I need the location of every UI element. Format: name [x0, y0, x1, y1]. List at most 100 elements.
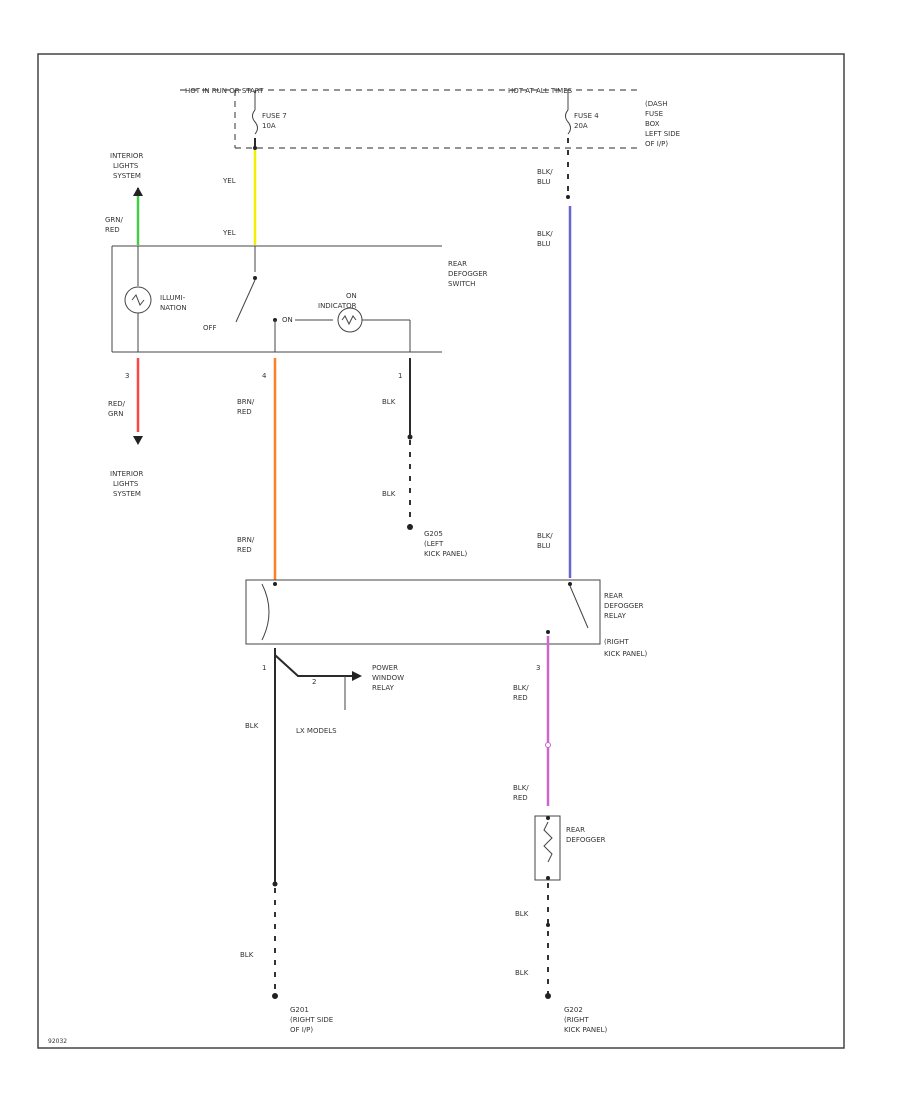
svg-text:OF I/P): OF I/P): [290, 1026, 313, 1034]
svg-text:3: 3: [536, 664, 540, 672]
svg-text:BLK: BLK: [382, 490, 396, 498]
svg-text:(RIGHT: (RIGHT: [564, 1016, 589, 1024]
svg-text:DEFOGGER: DEFOGGER: [448, 270, 488, 278]
svg-text:RED: RED: [513, 694, 528, 702]
svg-text:RED: RED: [237, 546, 252, 554]
svg-text:KICK PANEL): KICK PANEL): [604, 650, 647, 658]
svg-text:WINDOW: WINDOW: [372, 674, 404, 682]
svg-text:BLK/: BLK/: [513, 784, 529, 792]
svg-text:4: 4: [262, 372, 267, 380]
svg-text:(DASH: (DASH: [645, 100, 668, 108]
grn-wire: GRN/ RED: [105, 196, 140, 245]
svg-text:BLU: BLU: [537, 240, 550, 248]
brn-red-wire: 4 BRN/ RED BRN/ RED: [237, 358, 277, 580]
power-bus: HOT IN RUN OR START HOT AT ALL TIMES: [180, 87, 640, 149]
svg-text:DEFOGGER: DEFOGGER: [566, 836, 606, 844]
svg-text:RED: RED: [237, 408, 252, 416]
svg-text:KICK PANEL): KICK PANEL): [424, 550, 467, 558]
svg-text:ON: ON: [282, 316, 293, 324]
fuse-7: FUSE 7 10A: [252, 90, 287, 135]
hot-all-label: HOT AT ALL TIMES: [508, 87, 573, 95]
svg-text:BLK/: BLK/: [537, 168, 553, 176]
svg-text:KICK PANEL): KICK PANEL): [564, 1026, 607, 1034]
svg-text:1: 1: [398, 372, 402, 380]
svg-text:LX MODELS: LX MODELS: [296, 727, 337, 735]
switch-contact-icon: [235, 279, 256, 323]
svg-text:NATION: NATION: [160, 304, 187, 312]
svg-text:INTERIOR: INTERIOR: [110, 152, 143, 160]
svg-text:GRN: GRN: [108, 410, 124, 418]
svg-text:BLU: BLU: [537, 542, 550, 550]
svg-text:OF I/P): OF I/P): [645, 140, 668, 148]
svg-text:LIGHTS: LIGHTS: [113, 162, 139, 170]
svg-text:RED/: RED/: [108, 400, 126, 408]
hot-run-label: HOT IN RUN OR START: [185, 87, 264, 95]
svg-text:POWER: POWER: [372, 664, 398, 672]
fuse7-rating: 10A: [262, 122, 276, 130]
fuse4-rating: 20A: [574, 122, 588, 130]
fuse4-label: FUSE 4: [574, 112, 599, 120]
svg-text:2: 2: [312, 678, 316, 686]
svg-text:BOX: BOX: [645, 120, 660, 128]
svg-text:SYSTEM: SYSTEM: [113, 490, 141, 498]
svg-text:BRN/: BRN/: [237, 536, 255, 544]
svg-text:ILLUMI-: ILLUMI-: [160, 294, 186, 302]
blk-red-wire: 3 BLK/ RED BLK/ RED: [513, 636, 551, 806]
rear-defogger-element: REAR DEFOGGER: [534, 815, 606, 881]
svg-text:RELAY: RELAY: [372, 684, 395, 692]
svg-text:1: 1: [262, 664, 266, 672]
svg-text:(RIGHT SIDE: (RIGHT SIDE: [290, 1016, 333, 1024]
svg-text:BLK/: BLK/: [537, 230, 553, 238]
svg-text:OFF: OFF: [203, 324, 217, 332]
red-wire: 3 RED/ GRN: [108, 358, 143, 445]
svg-text:G201: G201: [290, 1006, 309, 1014]
svg-text:RELAY: RELAY: [604, 612, 627, 620]
svg-text:BLK: BLK: [382, 398, 396, 406]
svg-text:BLK: BLK: [240, 951, 254, 959]
svg-text:BLK/: BLK/: [513, 684, 529, 692]
svg-text:REAR: REAR: [566, 826, 585, 834]
svg-text:SYSTEM: SYSTEM: [113, 172, 141, 180]
svg-text:LIGHTS: LIGHTS: [113, 480, 139, 488]
blk-wire-g202: BLK BLK G202 (RIGHT KICK PANEL): [515, 883, 607, 1034]
svg-text:SWITCH: SWITCH: [448, 280, 475, 288]
fuse7-label: FUSE 7: [262, 112, 287, 120]
svg-text:RED: RED: [105, 226, 120, 234]
svg-text:YEL: YEL: [222, 229, 236, 237]
relay-contact-icon: [569, 585, 589, 629]
yel-wire: YEL YEL: [222, 138, 257, 245]
svg-text:(RIGHT: (RIGHT: [604, 638, 629, 646]
svg-text:G205: G205: [424, 530, 443, 538]
diagram-frame: [37, 53, 845, 1049]
svg-text:LEFT SIDE: LEFT SIDE: [645, 130, 680, 138]
blu-wire: BLK/ BLU BLK/ BLU BLK/ BLU: [537, 138, 572, 578]
svg-text:RED: RED: [513, 794, 528, 802]
power-window-relay-branch: 1 2 POWER WINDOW RELAY LX MODELS: [262, 648, 404, 735]
on-indicator-lamp-icon: [337, 307, 363, 333]
svg-text:BRN/: BRN/: [237, 398, 255, 406]
svg-text:BLU: BLU: [537, 178, 550, 186]
fuse-box-note: (DASH FUSE BOX LEFT SIDE OF I/P): [645, 100, 680, 148]
svg-text:FUSE: FUSE: [645, 110, 663, 118]
svg-text:INTERIOR: INTERIOR: [110, 470, 143, 478]
svg-text:REAR: REAR: [448, 260, 467, 268]
svg-text:(LEFT: (LEFT: [424, 540, 444, 548]
svg-text:GRN/: GRN/: [105, 216, 124, 224]
svg-text:BLK: BLK: [245, 722, 259, 730]
blk-wire-g205: 1 BLK BLK G205 (LEFT KICK PANEL): [382, 358, 467, 558]
interior-lights-bottom: INTERIOR LIGHTS SYSTEM: [110, 470, 143, 498]
svg-text:DEFOGGER: DEFOGGER: [604, 602, 644, 610]
diagram-code: 92032: [48, 1038, 67, 1045]
svg-text:3: 3: [125, 372, 129, 380]
svg-text:BLK/: BLK/: [537, 532, 553, 540]
svg-text:BLK: BLK: [515, 969, 529, 977]
svg-text:G202: G202: [564, 1006, 583, 1014]
blk-wire-g201: BLK BLK G201 (RIGHT SIDE OF I/P): [240, 655, 333, 1034]
interior-lights-top: INTERIOR LIGHTS SYSTEM: [110, 152, 143, 196]
svg-text:YEL: YEL: [222, 177, 236, 185]
rear-defogger-switch: REAR DEFOGGER SWITCH ILLUMI- NATION OFF …: [111, 245, 488, 353]
rear-defogger-relay: REAR DEFOGGER RELAY (RIGHT KICK PANEL): [245, 579, 647, 658]
svg-text:BLK: BLK: [515, 910, 529, 918]
svg-text:INDICATOR: INDICATOR: [318, 302, 357, 310]
